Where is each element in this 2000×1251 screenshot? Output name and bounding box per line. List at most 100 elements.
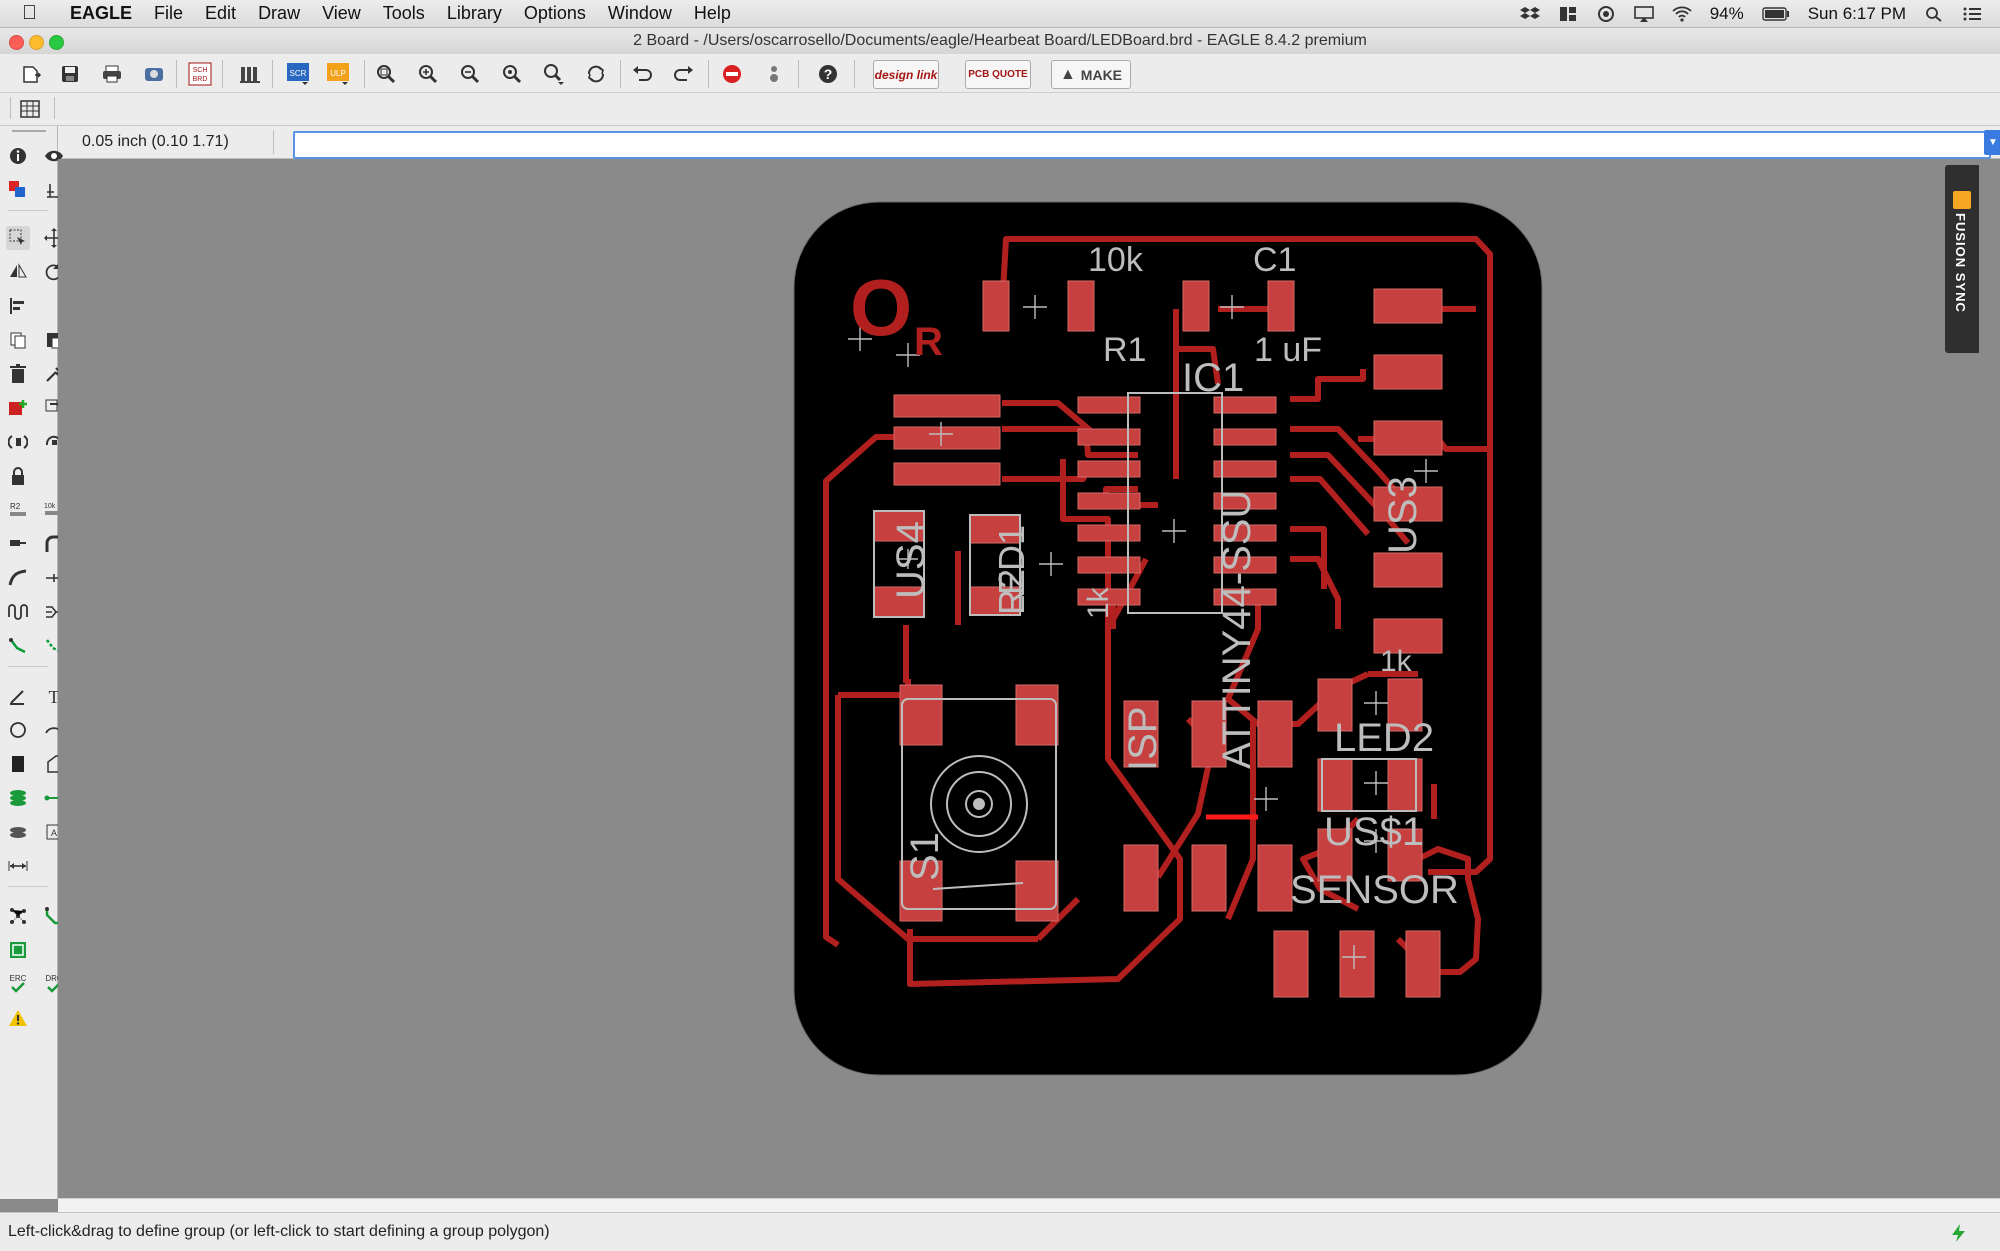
meander-icon[interactable] <box>6 600 30 624</box>
lock-icon[interactable] <box>6 464 30 488</box>
lightning-icon[interactable] <box>1950 1223 1968 1243</box>
errors-warning-icon[interactable] <box>6 1006 30 1030</box>
board-revision-mark: R <box>914 320 943 364</box>
circle-icon[interactable] <box>6 718 30 742</box>
svg-text:O: O <box>850 263 912 352</box>
grid-icon[interactable] <box>18 97 42 121</box>
wifi-icon[interactable] <box>1672 6 1692 22</box>
swap-icon[interactable] <box>6 430 30 454</box>
route-icon[interactable] <box>6 634 30 658</box>
hole-icon[interactable] <box>6 820 30 844</box>
close-window-button[interactable] <box>9 35 24 50</box>
status-message: Left-click&drag to define group (or left… <box>8 1223 550 1240</box>
design-block-icon[interactable] <box>6 938 30 962</box>
dropbox-icon[interactable] <box>1519 6 1540 22</box>
zoom-in-icon[interactable] <box>416 62 440 86</box>
sensor-label: SENSOR <box>1290 868 1459 912</box>
menu-view[interactable]: View <box>322 3 361 23</box>
go-icon[interactable] <box>762 62 786 86</box>
align-icon[interactable] <box>6 294 30 318</box>
show-icon[interactable] <box>42 144 66 168</box>
zoom-fit-icon[interactable] <box>374 62 398 86</box>
copy-icon[interactable] <box>6 328 30 352</box>
app-grid-icon[interactable] <box>1558 6 1578 22</box>
board-canvas[interactable]: O R 10k R1 C1 1 uF IC1 ATTINY44-SSU US3 … <box>58 159 2000 1199</box>
c1-name-label: C1 <box>1253 241 1296 279</box>
c1-value-label: 1 uF <box>1254 331 1322 369</box>
menu-edit[interactable]: Edit <box>205 3 237 23</box>
parameter-toolbar <box>0 93 2000 126</box>
creative-cloud-icon[interactable] <box>1596 5 1616 22</box>
pcb-board[interactable]: O R 10k R1 C1 1 uF IC1 ATTINY44-SSU US3 … <box>58 159 2000 1199</box>
menu-app-name[interactable]: EAGLE <box>70 3 133 23</box>
redo-icon[interactable] <box>672 62 696 86</box>
mirror-icon[interactable] <box>6 260 30 284</box>
rectangle-icon[interactable] <box>6 752 30 776</box>
group-tool-icon[interactable] <box>6 226 30 250</box>
command-history-dropdown[interactable]: ▼ <box>1984 130 2000 155</box>
menu-file[interactable]: File <box>154 3 184 23</box>
menu-window[interactable]: Window <box>607 3 672 23</box>
make-button[interactable]: ▲MAKE <box>1051 60 1131 89</box>
erc-icon[interactable]: ERC <box>6 972 30 996</box>
svg-text:ULP: ULP <box>330 69 346 78</box>
via-icon[interactable] <box>6 786 30 810</box>
dimension-icon[interactable] <box>6 854 30 878</box>
line-icon[interactable] <box>6 684 30 708</box>
r1-name-label: R1 <box>1103 331 1146 369</box>
ulp-icon[interactable]: ULP <box>326 62 350 86</box>
spotlight-search-icon[interactable] <box>1924 6 1944 22</box>
clock[interactable]: Sun 6:17 PM <box>1807 3 1906 23</box>
notification-center-icon[interactable] <box>1962 6 1982 22</box>
library-icon[interactable] <box>238 62 262 86</box>
add-part-icon[interactable] <box>6 396 30 420</box>
r3-value-label: 1k <box>1380 645 1413 678</box>
apple-menu-icon[interactable]:  <box>22 2 46 25</box>
menu-tools[interactable]: Tools <box>382 3 425 23</box>
zoom-out-icon[interactable] <box>458 62 482 86</box>
delete-icon[interactable] <box>6 362 30 386</box>
cam-icon[interactable] <box>142 62 166 86</box>
zoom-window-button[interactable] <box>49 35 64 50</box>
drc-icon[interactable]: DRC <box>42 972 66 996</box>
menu-help[interactable]: Help <box>693 3 731 23</box>
menu-draw[interactable]: Draw <box>258 3 301 23</box>
rotate-icon[interactable] <box>42 260 66 284</box>
menu-options[interactable]: Options <box>523 3 586 23</box>
miter-icon[interactable] <box>42 532 66 556</box>
split-icon[interactable] <box>6 566 30 590</box>
help-icon[interactable]: ? <box>816 62 840 86</box>
design-link-button[interactable]: design link <box>873 60 939 89</box>
menu-library[interactable]: Library <box>446 3 502 23</box>
fusion-sync-tab[interactable]: FUSION SYNC <box>1945 165 1979 353</box>
name-icon[interactable]: R2 <box>6 498 30 522</box>
ratsnest-icon[interactable] <box>6 904 30 928</box>
zoom-area-icon[interactable] <box>542 62 566 86</box>
battery-percent: 94% <box>1709 3 1744 23</box>
info-icon[interactable] <box>6 144 30 168</box>
us4-label: US4 <box>889 521 933 599</box>
isp-label: ISP <box>1121 707 1165 771</box>
open-icon[interactable] <box>20 62 44 86</box>
battery-icon[interactable] <box>1762 6 1790 21</box>
us1-label: US$1 <box>1324 810 1424 854</box>
print-icon[interactable] <box>100 62 124 86</box>
redraw-icon[interactable] <box>584 62 608 86</box>
pcb-quote-button[interactable]: PCB QUOTE <box>965 60 1031 89</box>
smash-icon[interactable] <box>6 532 30 556</box>
zoom-select-icon[interactable] <box>500 62 524 86</box>
display-layers-icon[interactable] <box>6 178 30 202</box>
text-icon[interactable]: T <box>42 684 66 708</box>
stop-icon[interactable] <box>720 62 744 86</box>
svg-text:SCR: SCR <box>290 69 307 78</box>
save-icon[interactable] <box>58 62 82 86</box>
undo-icon[interactable] <box>630 62 654 86</box>
horizontal-scrollbar[interactable] <box>58 1198 2000 1213</box>
script-icon[interactable]: SCR <box>286 62 310 86</box>
command-line-input[interactable] <box>293 131 1991 159</box>
make-icon: ▲ <box>1059 65 1076 83</box>
airplay-icon[interactable] <box>1633 5 1654 22</box>
minimize-window-button[interactable] <box>29 35 44 50</box>
ic1-value-label: ATTINY44-SSU <box>1215 490 1259 769</box>
